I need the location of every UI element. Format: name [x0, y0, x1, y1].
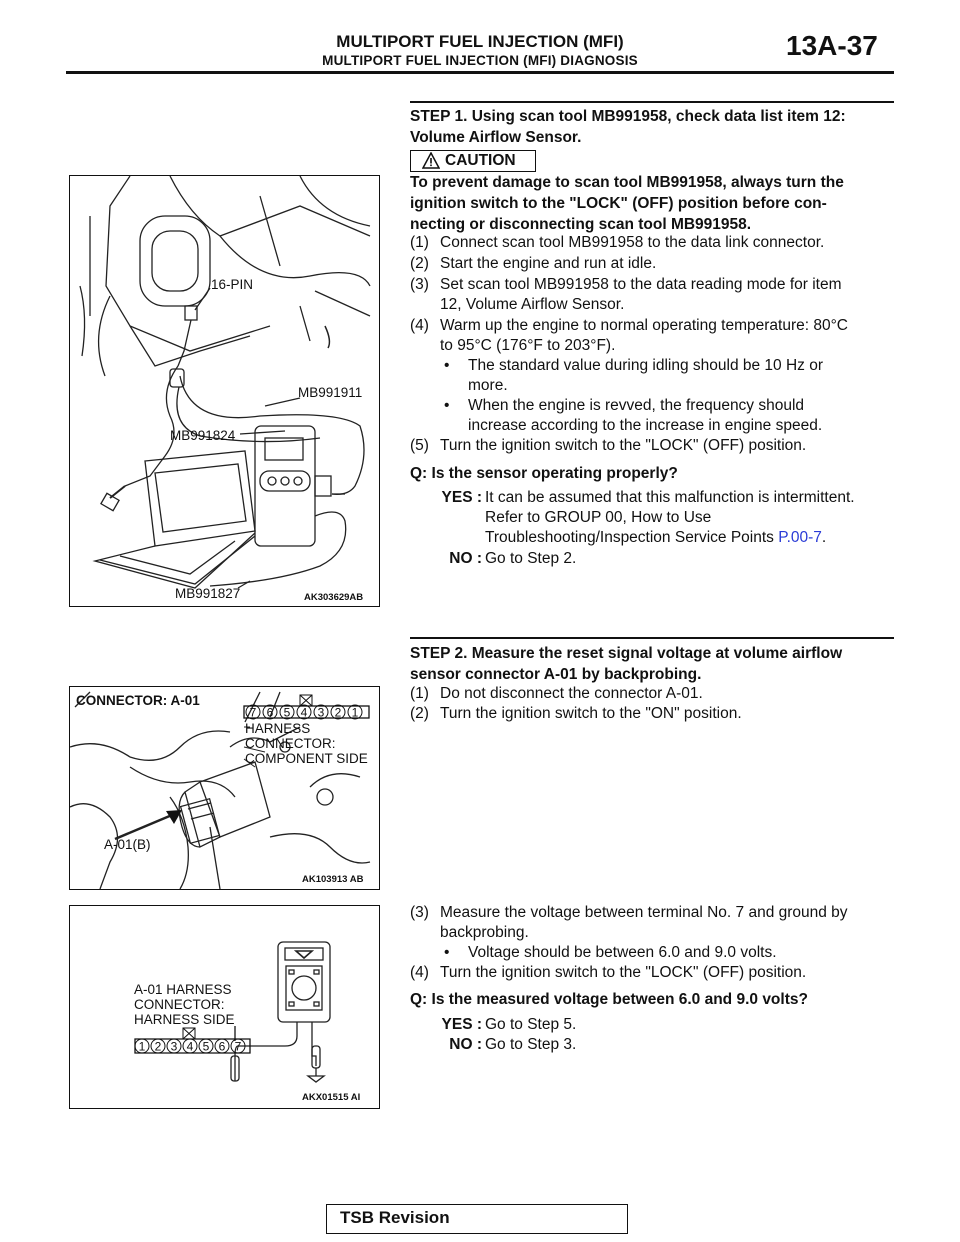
connector-pin-row: 1 2 3 4 5 6 7 — [134, 1026, 251, 1054]
step-1-item-1: (1) Connect scan tool MB991958 to the da… — [410, 234, 825, 251]
step-1-bullet-2: • When the engine is revved, the frequen… — [444, 397, 823, 434]
tsb-revision-label: TSB Revision — [340, 1208, 450, 1227]
label-mb991911: MB991911 — [298, 385, 362, 400]
scan-tool-illustration: 16-PIN MB991911 MB991824 MB991827 AK3036… — [79, 176, 371, 603]
figure-scan-tool-connection: 16-PIN MB991911 MB991824 MB991827 AK3036… — [69, 175, 380, 607]
pin-label: 6 — [219, 1040, 226, 1054]
pin-label: 4 — [301, 706, 308, 720]
step-2-bullet-1: • Voltage should be between 6.0 and 9.0 … — [444, 944, 777, 961]
pin-label: 1 — [139, 1040, 146, 1054]
step-2-heading: STEP 2. Measure the reset signal voltage… — [410, 645, 843, 683]
caution-box: CAUTION — [410, 150, 536, 172]
header-subtitle: MULTIPORT FUEL INJECTION (MFI) DIAGNOSIS — [322, 53, 638, 68]
step-1-item-5: (5) Turn the ignition switch to the "LOC… — [410, 437, 807, 454]
caution-text: To prevent damage to scan tool MB991958,… — [410, 174, 844, 233]
step-2-answer-no: NO : Go to Step 3. — [449, 1036, 577, 1053]
label-harness: HARNESS — [245, 721, 310, 736]
label-a01b: A-01(B) — [104, 837, 151, 852]
figure-connector-a01: 7 6 5 4 3 2 1 CONNECTOR: A-01 HARNESS CO… — [69, 686, 380, 890]
step-1-bullet-1: • The standard value during idling shoul… — [444, 357, 824, 394]
step-1-item-3: (3) Set scan tool MB991958 to the data r… — [410, 276, 842, 313]
label-harness-side: HARNESS SIDE — [134, 1012, 235, 1027]
pin-label: 5 — [203, 1040, 210, 1054]
step-1-item-2: (2) Start the engine and run at idle. — [410, 255, 657, 272]
label-connector: CONNECTOR: — [134, 997, 225, 1012]
label-mb991827: MB991827 — [175, 586, 240, 601]
label-mb991824: MB991824 — [170, 428, 236, 443]
connector-pin-row: 7 6 5 4 3 2 1 — [243, 694, 370, 720]
header-rule — [66, 71, 894, 74]
step-2-item-4: (4) Turn the ignition switch to the "LOC… — [410, 964, 807, 981]
pin-label: 2 — [155, 1040, 162, 1054]
page-number: 13A-37 — [786, 30, 878, 61]
voltmeter-illustration: 1 2 3 4 5 6 7 A-01 HARNESS CONNECTOR: HA… — [134, 941, 360, 1103]
pin-label: 3 — [318, 706, 325, 720]
figure-code: AK103913 AB — [302, 874, 364, 885]
figure-code: AK303629AB — [304, 592, 363, 603]
step-2-question: Q: Is the measured voltage between 6.0 a… — [410, 991, 808, 1008]
pin-label: 7 — [250, 706, 257, 720]
step-2-item-3: (3) Measure the voltage between terminal… — [410, 904, 848, 941]
step-2-item-2: (2) Turn the ignition switch to the "ON"… — [410, 705, 742, 722]
warning-icon — [422, 152, 440, 169]
step-1-answer-yes: YES : It can be assumed that this malfun… — [441, 489, 855, 546]
label-harness-connector: CONNECTOR: — [245, 736, 336, 751]
header-title: MULTIPORT FUEL INJECTION (MFI) — [336, 32, 624, 51]
caution-label: CAUTION — [445, 152, 516, 169]
figure-code: AKX01515 AI — [302, 1092, 360, 1103]
step-2-answer-yes: YES : Go to Step 5. — [441, 1016, 577, 1033]
step-1-rule — [410, 101, 894, 103]
pin-label: 6 — [267, 706, 274, 720]
pin-label: 4 — [187, 1040, 194, 1054]
label-connector-a01: CONNECTOR: A-01 — [76, 693, 200, 708]
step-1-heading: STEP 1. Using scan tool MB991958, check … — [410, 108, 846, 146]
step-1-answer-no: NO : Go to Step 2. — [449, 550, 577, 567]
pin-label: 1 — [352, 706, 359, 720]
label-component-side: COMPONENT SIDE — [245, 751, 368, 766]
step-1-question: Q: Is the sensor operating properly? — [410, 465, 678, 482]
link-p00-7[interactable]: P.00-7 — [778, 529, 822, 546]
step-2-item-1: (1) Do not disconnect the connector A-01… — [410, 685, 703, 702]
label-16-pin: 16-PIN — [211, 277, 253, 292]
label-a01-harness: A-01 HARNESS — [134, 982, 232, 997]
pin-label: 5 — [284, 706, 291, 720]
pin-label: 3 — [171, 1040, 178, 1054]
connector-a01-illustration: 7 6 5 4 3 2 1 CONNECTOR: A-01 HARNESS CO… — [70, 691, 371, 889]
figure-voltmeter-measurement: 1 2 3 4 5 6 7 A-01 HARNESS CONNECTOR: HA… — [69, 905, 380, 1109]
tsb-revision-box: TSB Revision — [326, 1204, 628, 1234]
step-2-rule — [410, 637, 894, 639]
pin-label: 7 — [235, 1040, 242, 1054]
step-1-item-4: (4) Warm up the engine to normal operati… — [410, 317, 848, 354]
pin-label: 2 — [335, 706, 342, 720]
